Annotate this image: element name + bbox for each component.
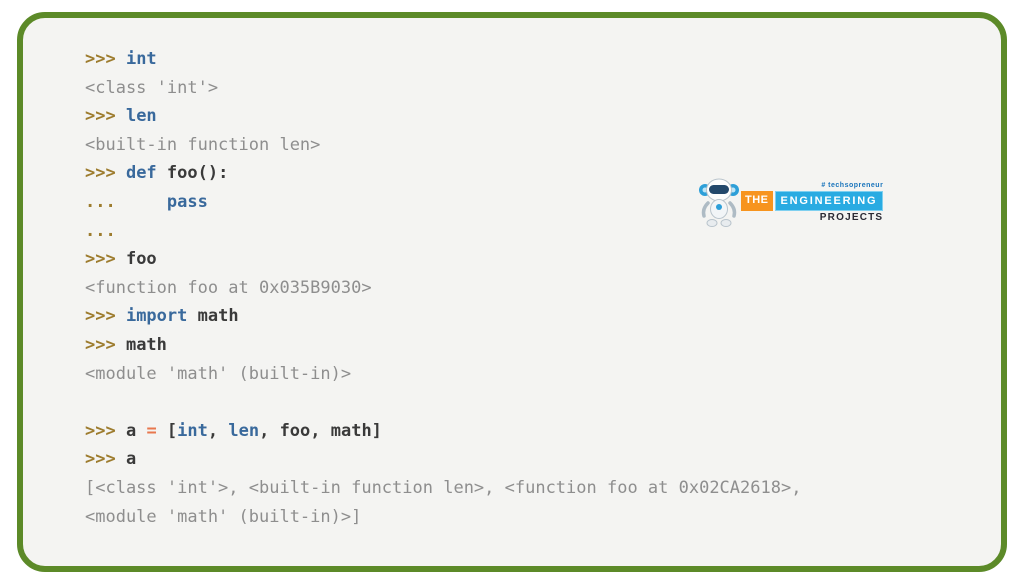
code-token-plain: foo: [125, 249, 157, 270]
code-line: >>> a = [int, len, foo, math]: [85, 417, 985, 446]
code-token-prompt: >>>: [85, 249, 126, 270]
code-token-prompt: >>>: [85, 49, 126, 69]
code-line: [<class 'int'>, <built-in function len>,…: [85, 474, 985, 503]
code-token-keyword: def: [125, 163, 157, 184]
brand-logo: # techsopreneur THE ENGINEERING PROJECTS: [698, 176, 884, 228]
code-token-prompt: >>>: [85, 420, 126, 441]
code-token-plain: ,: [207, 420, 229, 441]
code-token-prompt: >>>: [85, 306, 126, 327]
code-line: >>> import math: [85, 302, 985, 331]
code-line: <class 'int'>: [85, 74, 985, 103]
code-line: >>> foo: [85, 245, 985, 274]
code-token-plain: math: [125, 334, 167, 355]
code-token-prompt: ...: [85, 220, 116, 241]
code-token-plain: a: [125, 420, 147, 441]
code-token-prompt: ...: [85, 191, 116, 212]
code-line: [85, 388, 985, 417]
code-token-plain: a: [125, 449, 137, 470]
code-line: ...: [85, 217, 985, 246]
code-token-plain: foo():: [156, 163, 229, 184]
code-token-builtin: len: [125, 106, 157, 127]
code-token-prompt: >>>: [85, 334, 126, 355]
code-token-operator: =: [146, 420, 157, 441]
code-token-plain: , foo, math]: [259, 420, 382, 441]
code-line: <built-in function len>: [85, 131, 985, 160]
code-token-builtin: int: [125, 49, 157, 69]
code-line: ... pass: [85, 188, 985, 217]
code-line: >>> def foo():: [85, 159, 985, 188]
code-token-output: <built-in function len>: [85, 134, 321, 155]
logo-the-badge: THE: [741, 190, 773, 211]
code-token-prompt: >>>: [85, 449, 126, 470]
code-line: >>> a: [85, 445, 985, 474]
code-token-builtin: int: [177, 420, 208, 441]
code-token-builtin: len: [228, 420, 260, 441]
code-line: >>> len: [85, 102, 985, 131]
code-token-plain: [116, 192, 167, 212]
logo-engineering-badge: ENGINEERING: [774, 190, 884, 211]
code-line: >>> int: [85, 45, 985, 74]
code-line: <function foo at 0x035B9030>: [85, 274, 985, 303]
code-token-output: <function foo at 0x035B9030>: [85, 277, 372, 298]
code-token-prompt: >>>: [85, 106, 126, 127]
code-token-keyword: pass: [166, 191, 208, 212]
python-console-panel: >>> int <class 'int'> >>> len <built-in fun…: [17, 12, 1007, 572]
logo-projects-label: PROJECTS: [819, 211, 884, 223]
code-token-output: <module 'math' (built-in)>: [85, 363, 352, 384]
python-repl-code: >>> int <class 'int'> >>> len <built-in fun…: [23, 18, 1001, 531]
code-token-output: <class 'int'>: [85, 77, 219, 98]
code-line: <module 'math' (built-in)>: [85, 360, 985, 389]
logo-title-row: THE ENGINEERING: [741, 190, 884, 211]
logo-hashtag: # techsopreneur: [821, 181, 884, 189]
code-token-output: [<class 'int'>, <built-in function len>,…: [85, 477, 802, 498]
code-token-plain: math: [187, 306, 239, 327]
robot-mascot-icon: [699, 178, 739, 227]
code-line: >>> math: [85, 331, 985, 360]
logo-text-block: # techsopreneur THE ENGINEERING PROJECTS: [741, 181, 884, 223]
code-token-prompt: >>>: [85, 163, 126, 184]
code-token-output: <module 'math' (built-in)>]: [85, 506, 362, 527]
code-token-plain: [: [156, 420, 178, 441]
code-token-keyword: import: [125, 306, 188, 327]
code-line: <module 'math' (built-in)>]: [85, 503, 985, 532]
